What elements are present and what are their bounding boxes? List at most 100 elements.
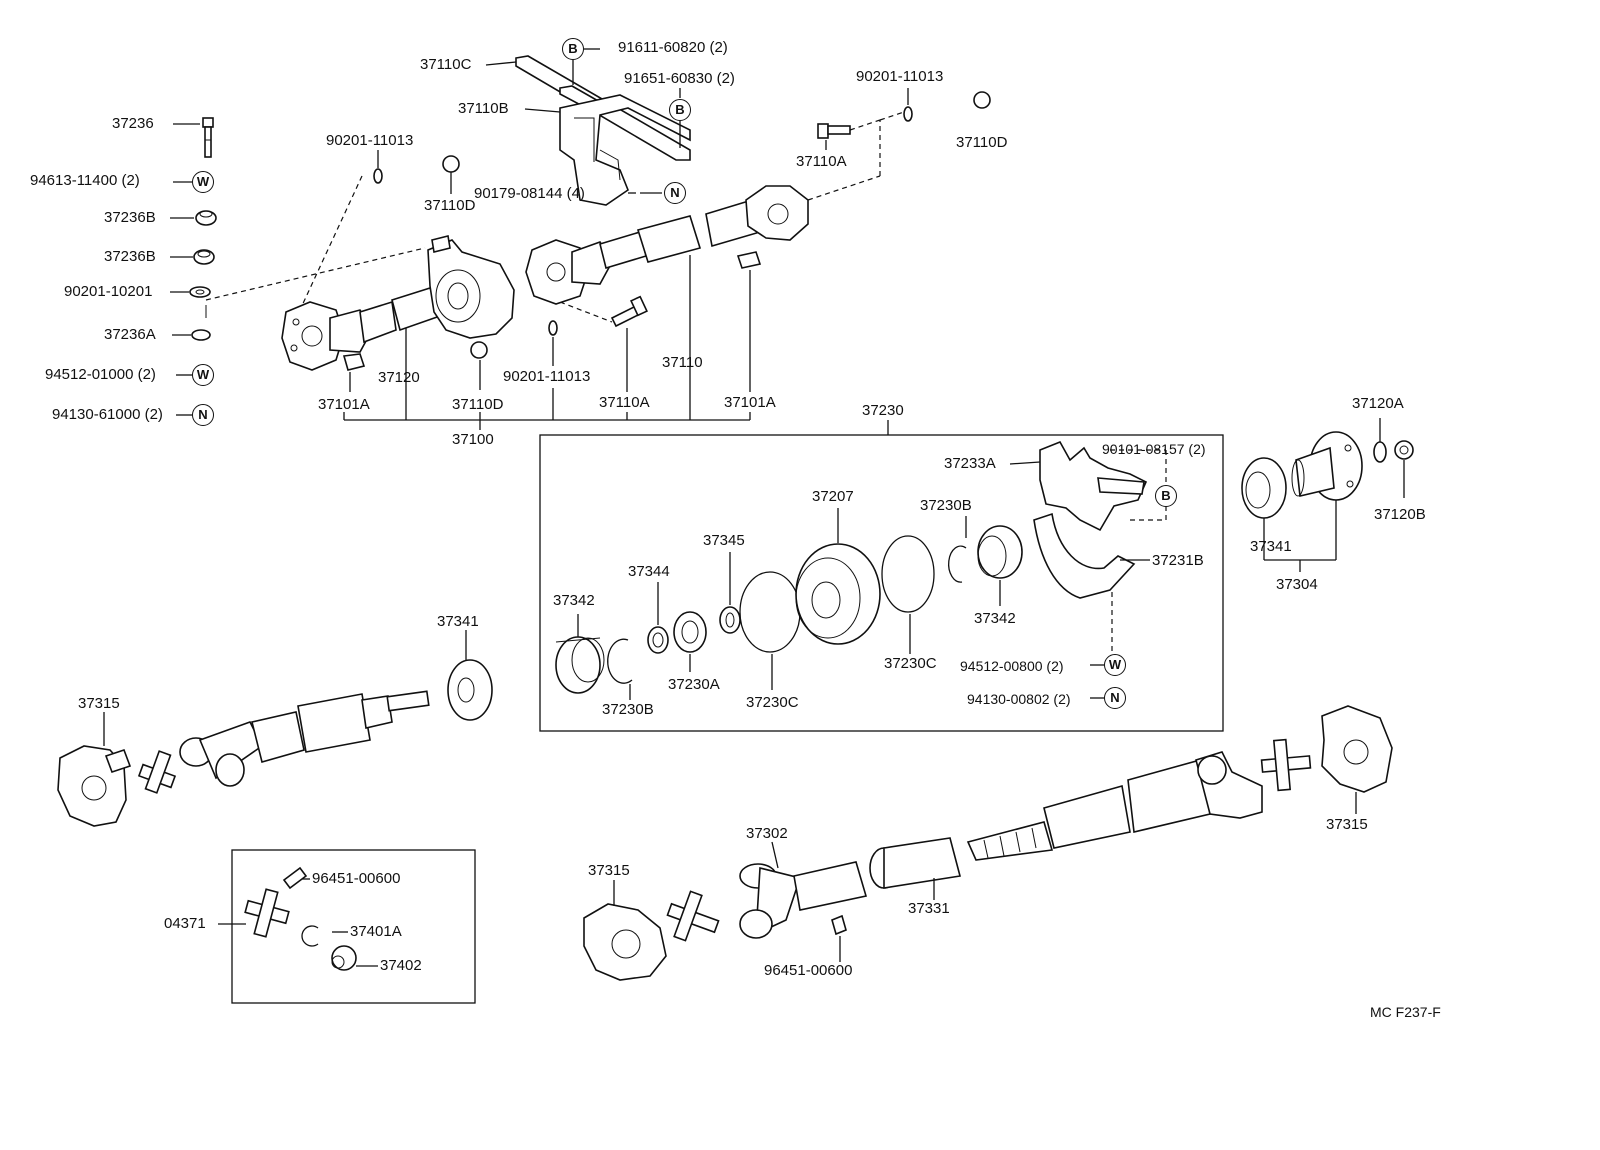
- label-37341-a: 37341: [1250, 538, 1292, 555]
- universal-joint-left: [137, 750, 177, 794]
- label-37110: 37110: [662, 354, 703, 371]
- nut-37110D-lower: [470, 341, 488, 359]
- bolt-symbol-b-2: B: [669, 99, 691, 121]
- cushion-37236B-1: [195, 210, 217, 226]
- flange-yoke-rear-upper: [525, 239, 613, 305]
- label-37315-c: 37315: [1326, 816, 1368, 833]
- oring-37230C-right: [881, 535, 935, 613]
- label-37230: 37230: [862, 402, 904, 419]
- label-37101A-a: 37101A: [318, 396, 370, 413]
- label-90201-11013-a: 90201-11013: [326, 132, 414, 149]
- label-37100: 37100: [452, 431, 494, 448]
- label-37302: 37302: [746, 825, 788, 842]
- bolt-37110A-lower: [610, 295, 648, 328]
- label-37110D-b: 37110D: [956, 134, 1008, 151]
- snap-ring-37230B-left: [607, 638, 633, 684]
- label-96451-00600-b: 96451-00600: [764, 962, 853, 979]
- label-94512-01000: 94512-01000 (2): [45, 366, 156, 383]
- washer-90201-11013-left: [373, 168, 383, 184]
- cushion-37236A: [191, 329, 211, 341]
- label-37207: 37207: [812, 488, 854, 505]
- yoke-37110-end: [745, 185, 809, 241]
- label-90201-11013-c: 90201-11013: [503, 368, 591, 385]
- label-37110D-c: 37110D: [452, 396, 504, 413]
- label-91651-60830: 91651-60830 (2): [624, 70, 735, 87]
- slip-yoke-37302: [739, 861, 868, 939]
- label-37236B-2: 37236B: [104, 248, 156, 265]
- rubber-37101A-2: [736, 251, 762, 269]
- yoke-rear-lower: [1195, 751, 1263, 819]
- label-37110A-b: 37110A: [599, 394, 650, 411]
- label-37233A: 37233A: [944, 455, 996, 472]
- dust-cover-37342-left: [555, 636, 605, 694]
- grease-fitting-96451: [282, 866, 308, 890]
- cushion-37207: [795, 543, 881, 645]
- label-37342-b: 37342: [974, 610, 1016, 627]
- nut-symbol-n-2: N: [664, 182, 686, 204]
- label-37236: 37236: [112, 115, 154, 132]
- bearing-37402: [331, 945, 357, 971]
- label-90101-08157: 90101-08157 (2): [1102, 441, 1206, 457]
- label-37230C-b: 37230C: [746, 694, 799, 711]
- tube-left: [297, 690, 430, 753]
- label-90179-08144: 90179-08144 (4): [474, 185, 585, 202]
- cushion-37236B-2: [193, 249, 215, 265]
- label-37230B-b: 37230B: [602, 701, 654, 718]
- center-bearing-37120: [427, 235, 515, 339]
- label-37101A-b: 37101A: [724, 394, 776, 411]
- nut-symbol-n-1: N: [192, 404, 214, 426]
- label-37345: 37345: [703, 532, 745, 549]
- nut-37110D-upper-right: [973, 91, 991, 109]
- shaft-tube-37120: [359, 287, 442, 344]
- label-37110A-a: 37110A: [796, 153, 847, 170]
- label-94512-00800: 94512-00800 (2): [960, 658, 1064, 674]
- washer-symbol-w-2: W: [192, 364, 214, 386]
- label-37230A: 37230A: [668, 676, 720, 693]
- label-94130-61000: 94130-61000 (2): [52, 406, 163, 423]
- grease-fitting-96451-lower: [831, 914, 847, 936]
- flange-yoke-37315-left: [57, 745, 132, 827]
- label-37230C-a: 37230C: [884, 655, 937, 672]
- bearing-37230A: [673, 611, 707, 653]
- washer-symbol-w-3: W: [1104, 654, 1126, 676]
- companion-flange-37304: [1291, 431, 1363, 501]
- rubber-37101A-1: [342, 353, 366, 371]
- label-37315-b: 37315: [588, 862, 630, 879]
- bolt-symbol-b-3: B: [1155, 485, 1177, 507]
- label-37120A: 37120A: [1352, 395, 1404, 412]
- dust-cover-37342-right: [977, 525, 1023, 579]
- label-37315-a: 37315: [78, 695, 120, 712]
- dust-cover-37341-right: [1241, 457, 1287, 519]
- label-37236A: 37236A: [104, 326, 156, 343]
- label-96451-00600-a: 96451-00600: [312, 870, 401, 887]
- label-37402: 37402: [380, 957, 422, 974]
- spline-shaft-lower: [966, 758, 1211, 861]
- label-37342-a: 37342: [553, 592, 595, 609]
- label-04371: 04371: [164, 915, 206, 932]
- washer-90201-11013-upper: [903, 106, 913, 122]
- washer-90201-11013-lower: [548, 320, 558, 336]
- snap-ring-37401A: [301, 925, 319, 947]
- nut-37110D-left: [442, 155, 460, 173]
- flange-yoke-37315-right: [1321, 705, 1393, 793]
- washer-90201-10201: [189, 286, 211, 298]
- washer-37344: [647, 626, 669, 654]
- dust-cover-37341-left: [447, 659, 493, 721]
- washer-37120A: [1373, 441, 1387, 463]
- sleeve-yoke-left: [179, 711, 305, 787]
- label-37110C: 37110C: [420, 56, 472, 73]
- label-37120: 37120: [378, 369, 420, 386]
- label-37231B: 37231B: [1152, 552, 1204, 569]
- bolt-37236: [202, 117, 214, 158]
- universal-joint-right: [1260, 738, 1312, 792]
- washer-symbol-w-1: W: [192, 171, 214, 193]
- label-94130-00802: 94130-00802 (2): [967, 691, 1071, 707]
- label-37110D-a: 37110D: [424, 197, 476, 214]
- label-94613-11400: 94613-11400 (2): [30, 172, 140, 189]
- boot-37331: [869, 837, 961, 889]
- label-90201-10201: 90201-10201: [64, 283, 153, 300]
- flange-yoke-37315-center: [583, 903, 667, 981]
- snap-ring-37230B-right: [948, 545, 967, 583]
- shaft-tube-37110: [599, 198, 761, 270]
